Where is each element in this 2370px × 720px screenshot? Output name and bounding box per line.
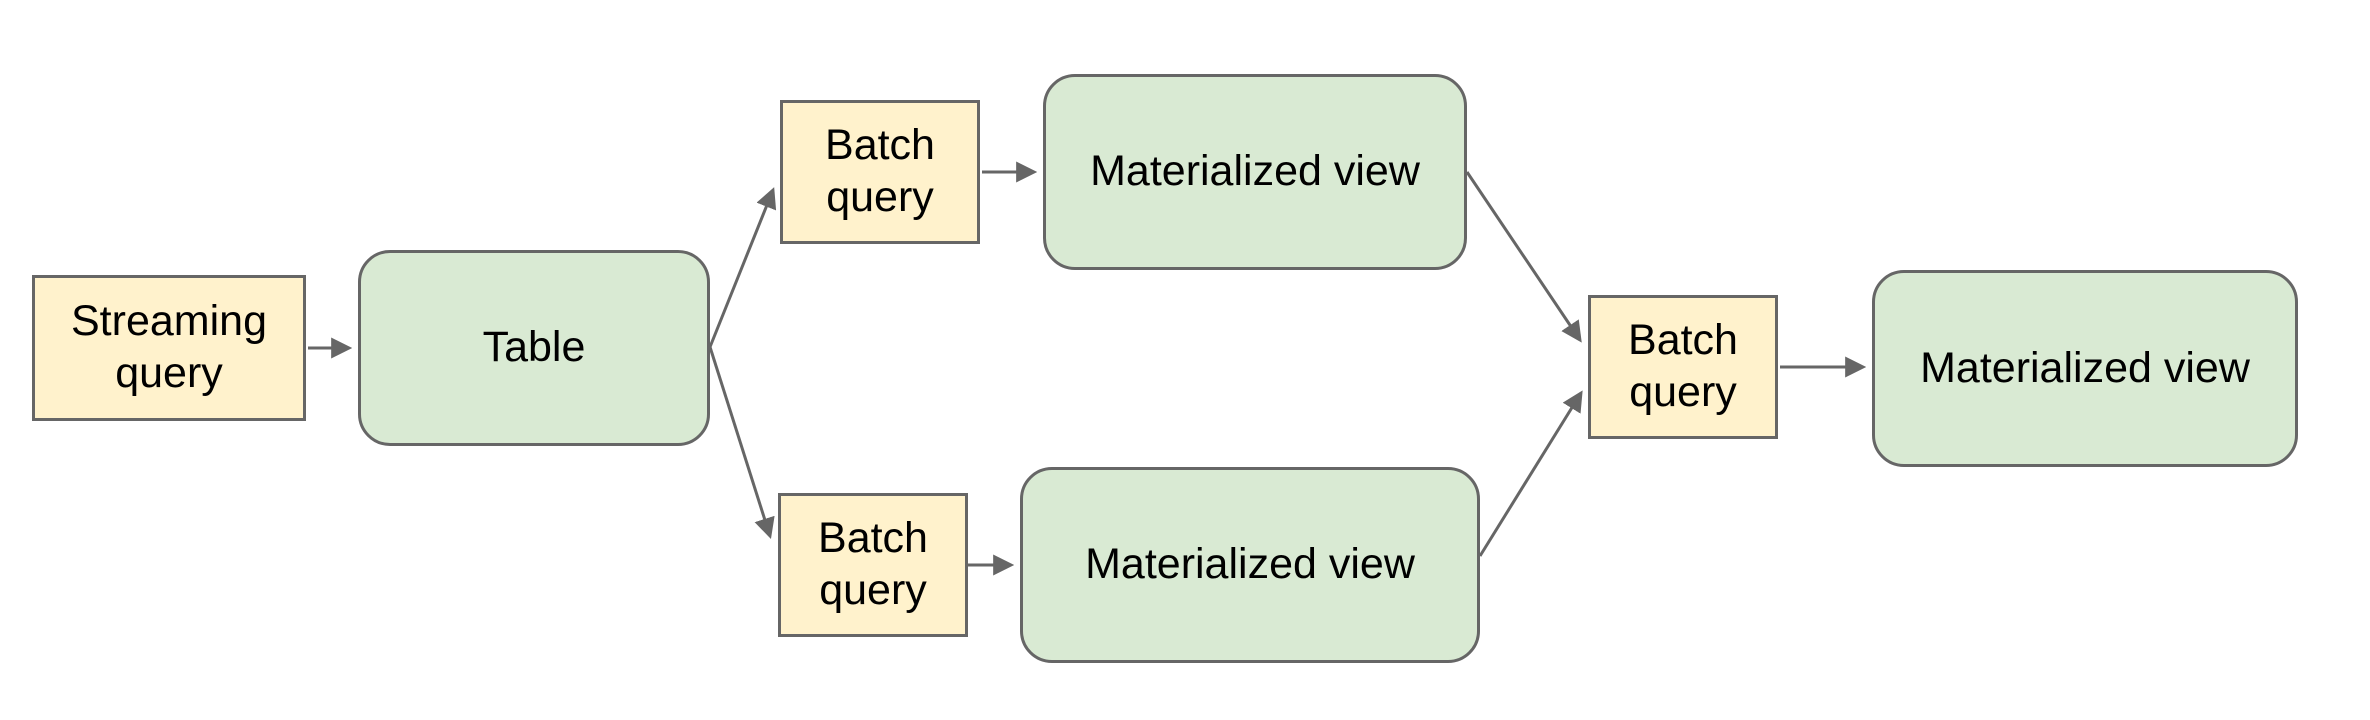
node-materialized-view-final: Materialized view — [1872, 270, 2298, 467]
node-streaming-query-label: Streaming query — [71, 297, 267, 397]
node-materialized-view-top-label: Materialized view — [1090, 147, 1420, 196]
node-materialized-view-top: Materialized view — [1043, 74, 1467, 270]
node-batch-query-bottom-label: Batch query — [818, 514, 928, 614]
node-materialized-view-bottom-label: Materialized view — [1085, 540, 1415, 589]
arrow-table-to-batch-query-top — [708, 187, 777, 348]
node-table-label: Table — [482, 323, 586, 372]
arrow-materialized-view-top-to-batch-query-merge — [1465, 171, 1582, 343]
node-materialized-view-bottom: Materialized view — [1020, 467, 1480, 663]
node-streaming-query: Streaming query — [32, 275, 306, 421]
node-batch-query-bottom: Batch query — [778, 493, 968, 637]
node-table: Table — [358, 250, 710, 446]
arrow-materialized-view-bottom-to-batch-query-merge — [1478, 390, 1583, 557]
node-batch-query-merge-label: Batch query — [1628, 316, 1738, 416]
arrow-table-to-batch-query-bottom — [708, 346, 775, 540]
node-batch-query-top-label: Batch query — [825, 121, 935, 221]
node-batch-query-merge: Batch query — [1588, 295, 1778, 439]
node-materialized-view-final-label: Materialized view — [1920, 343, 2250, 392]
node-batch-query-top: Batch query — [780, 100, 980, 244]
